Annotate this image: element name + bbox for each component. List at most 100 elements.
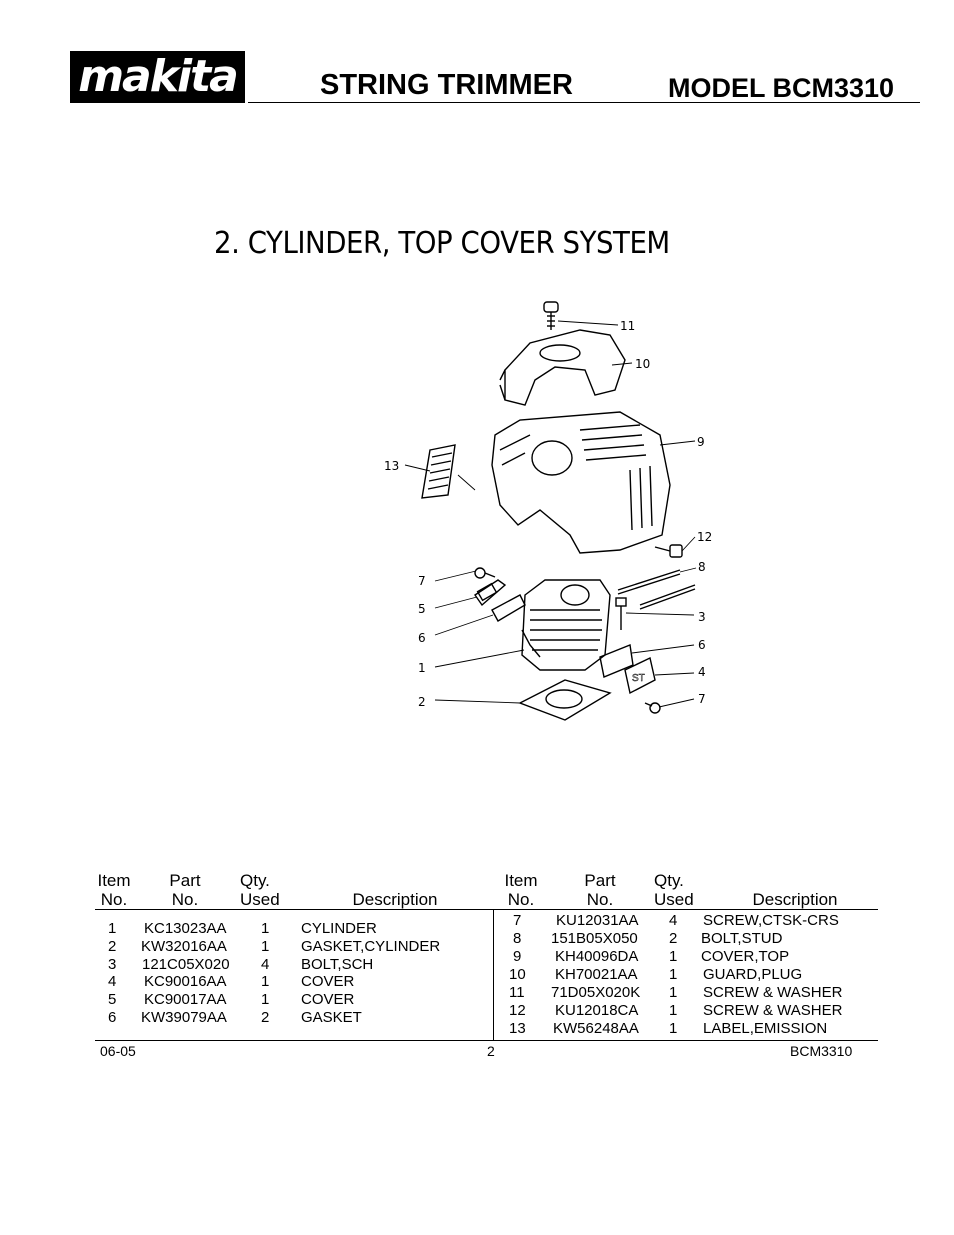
callout-5: 5: [418, 602, 426, 616]
qty-used: 1: [669, 1002, 678, 1019]
item-no: 10: [509, 966, 526, 983]
item-no: 9: [513, 948, 522, 965]
callout-3: 3: [698, 610, 706, 624]
qty-used: 2: [669, 930, 678, 947]
left-screw-part-7: [474, 567, 496, 579]
qty-used: 2: [261, 1009, 270, 1026]
qty-used: 1: [261, 920, 270, 937]
left-gasket-part-6: [491, 594, 526, 622]
footer-page-number: 2: [487, 1043, 495, 1059]
qty-used: 1: [261, 991, 270, 1008]
header-desc-left: Description: [352, 890, 438, 909]
qty-used: 1: [261, 938, 270, 955]
qty-used: 4: [669, 912, 678, 929]
callout-7-left: 7: [418, 574, 426, 588]
cylinder-cover-part-9: [491, 411, 671, 554]
qty-used: 1: [669, 984, 678, 1001]
callout-13: 13: [384, 459, 399, 473]
svg-text:ST: ST: [632, 673, 645, 684]
callout-4: 4: [698, 665, 706, 679]
part-no: 151B05X050: [551, 930, 638, 947]
qty-used: 1: [261, 973, 270, 990]
header-rule: [248, 102, 920, 103]
callout-6-left: 6: [418, 631, 426, 645]
description: SCREW & WASHER: [703, 984, 843, 1001]
description: LABEL,EMISSION: [703, 1020, 828, 1037]
qty-used: 1: [669, 948, 678, 965]
cylinder-part-1: [521, 579, 611, 671]
screw-part-11: [543, 301, 559, 330]
header-desc-right: Description: [752, 890, 838, 909]
header-qty-right: Qty.Used: [654, 871, 694, 909]
figure-title: 2. CYLINDER, TOP COVER SYSTEM: [214, 226, 670, 261]
item-no: 4: [108, 973, 117, 990]
stud-bolts-part-8: [617, 569, 696, 610]
part-no: KU12031AA: [556, 912, 639, 929]
part-no: KC13023AA: [144, 920, 227, 937]
description: COVER: [301, 991, 355, 1008]
logo-wordmark: makita: [78, 51, 239, 102]
callout-9: 9: [697, 435, 705, 449]
description: SCREW & WASHER: [703, 1002, 843, 1019]
left-cover-part-5: [474, 579, 507, 607]
part-no: KW56248AA: [553, 1020, 639, 1037]
item-no: 8: [513, 930, 522, 947]
cylinder-gasket-part-2: [518, 679, 612, 721]
callout-1: 1: [418, 661, 426, 675]
description: COVER: [301, 973, 355, 990]
bolt-part-3: [615, 597, 627, 630]
item-no: 12: [509, 1002, 526, 1019]
top-cover-part-10: [499, 329, 626, 406]
description: BOLT,SCH: [301, 956, 374, 973]
footer-date: 06-05: [100, 1043, 136, 1059]
description: GASKET,CYLINDER: [301, 938, 441, 955]
part-no: KU12018CA: [555, 1002, 639, 1019]
part-no: KW32016AA: [141, 938, 227, 955]
model-label: MODEL BCM3310: [668, 73, 895, 103]
item-no: 5: [108, 991, 117, 1008]
part-no: KC90017AA: [144, 991, 227, 1008]
callout-7-right: 7: [698, 692, 706, 706]
part-no: 71D05X020K: [551, 984, 641, 1001]
description: SCREW,CTSK-CRS: [703, 912, 839, 929]
part-no: KH70021AA: [555, 966, 638, 983]
part-no: KH40096DA: [555, 948, 639, 965]
item-no: 13: [509, 1020, 526, 1037]
description: BOLT,STUD: [701, 930, 783, 947]
callout-6-right: 6: [698, 638, 706, 652]
item-no: 11: [509, 984, 525, 1001]
item-no: 1: [108, 920, 117, 937]
callout-10: 10: [635, 357, 650, 371]
qty-used: 1: [669, 1020, 678, 1037]
item-no: 3: [108, 956, 117, 973]
table-header-rule: [95, 909, 878, 910]
item-no: 7: [513, 912, 522, 929]
header-qty-left: Qty.Used: [240, 871, 280, 909]
right-gasket-part-6: [599, 644, 634, 678]
callout-2: 2: [418, 695, 426, 709]
exploded-parts-diagram: ST: [384, 301, 712, 721]
qty-used: 4: [261, 956, 270, 973]
table-bottom-rule: [95, 1040, 878, 1041]
part-no: KW39079AA: [141, 1009, 227, 1026]
table-column-divider: [493, 909, 494, 1040]
document-title: STRING TRIMMER: [320, 69, 573, 101]
description: GUARD,PLUG: [703, 966, 803, 983]
item-no: 6: [108, 1009, 117, 1026]
item-no: 2: [108, 938, 117, 955]
description: CYLINDER: [301, 920, 377, 937]
description: COVER,TOP: [701, 948, 790, 965]
part-no: KC90016AA: [144, 973, 227, 990]
emission-label-part-13: [421, 444, 456, 499]
footer-model: BCM3310: [790, 1043, 853, 1059]
right-screw-part-7: [644, 702, 661, 714]
callout-11: 11: [620, 319, 635, 333]
right-cover-part-4: ST: [624, 656, 656, 695]
part-no: 121C05X020: [142, 956, 230, 973]
bolt-part-12: [654, 544, 683, 558]
description: GASKET: [301, 1009, 362, 1026]
